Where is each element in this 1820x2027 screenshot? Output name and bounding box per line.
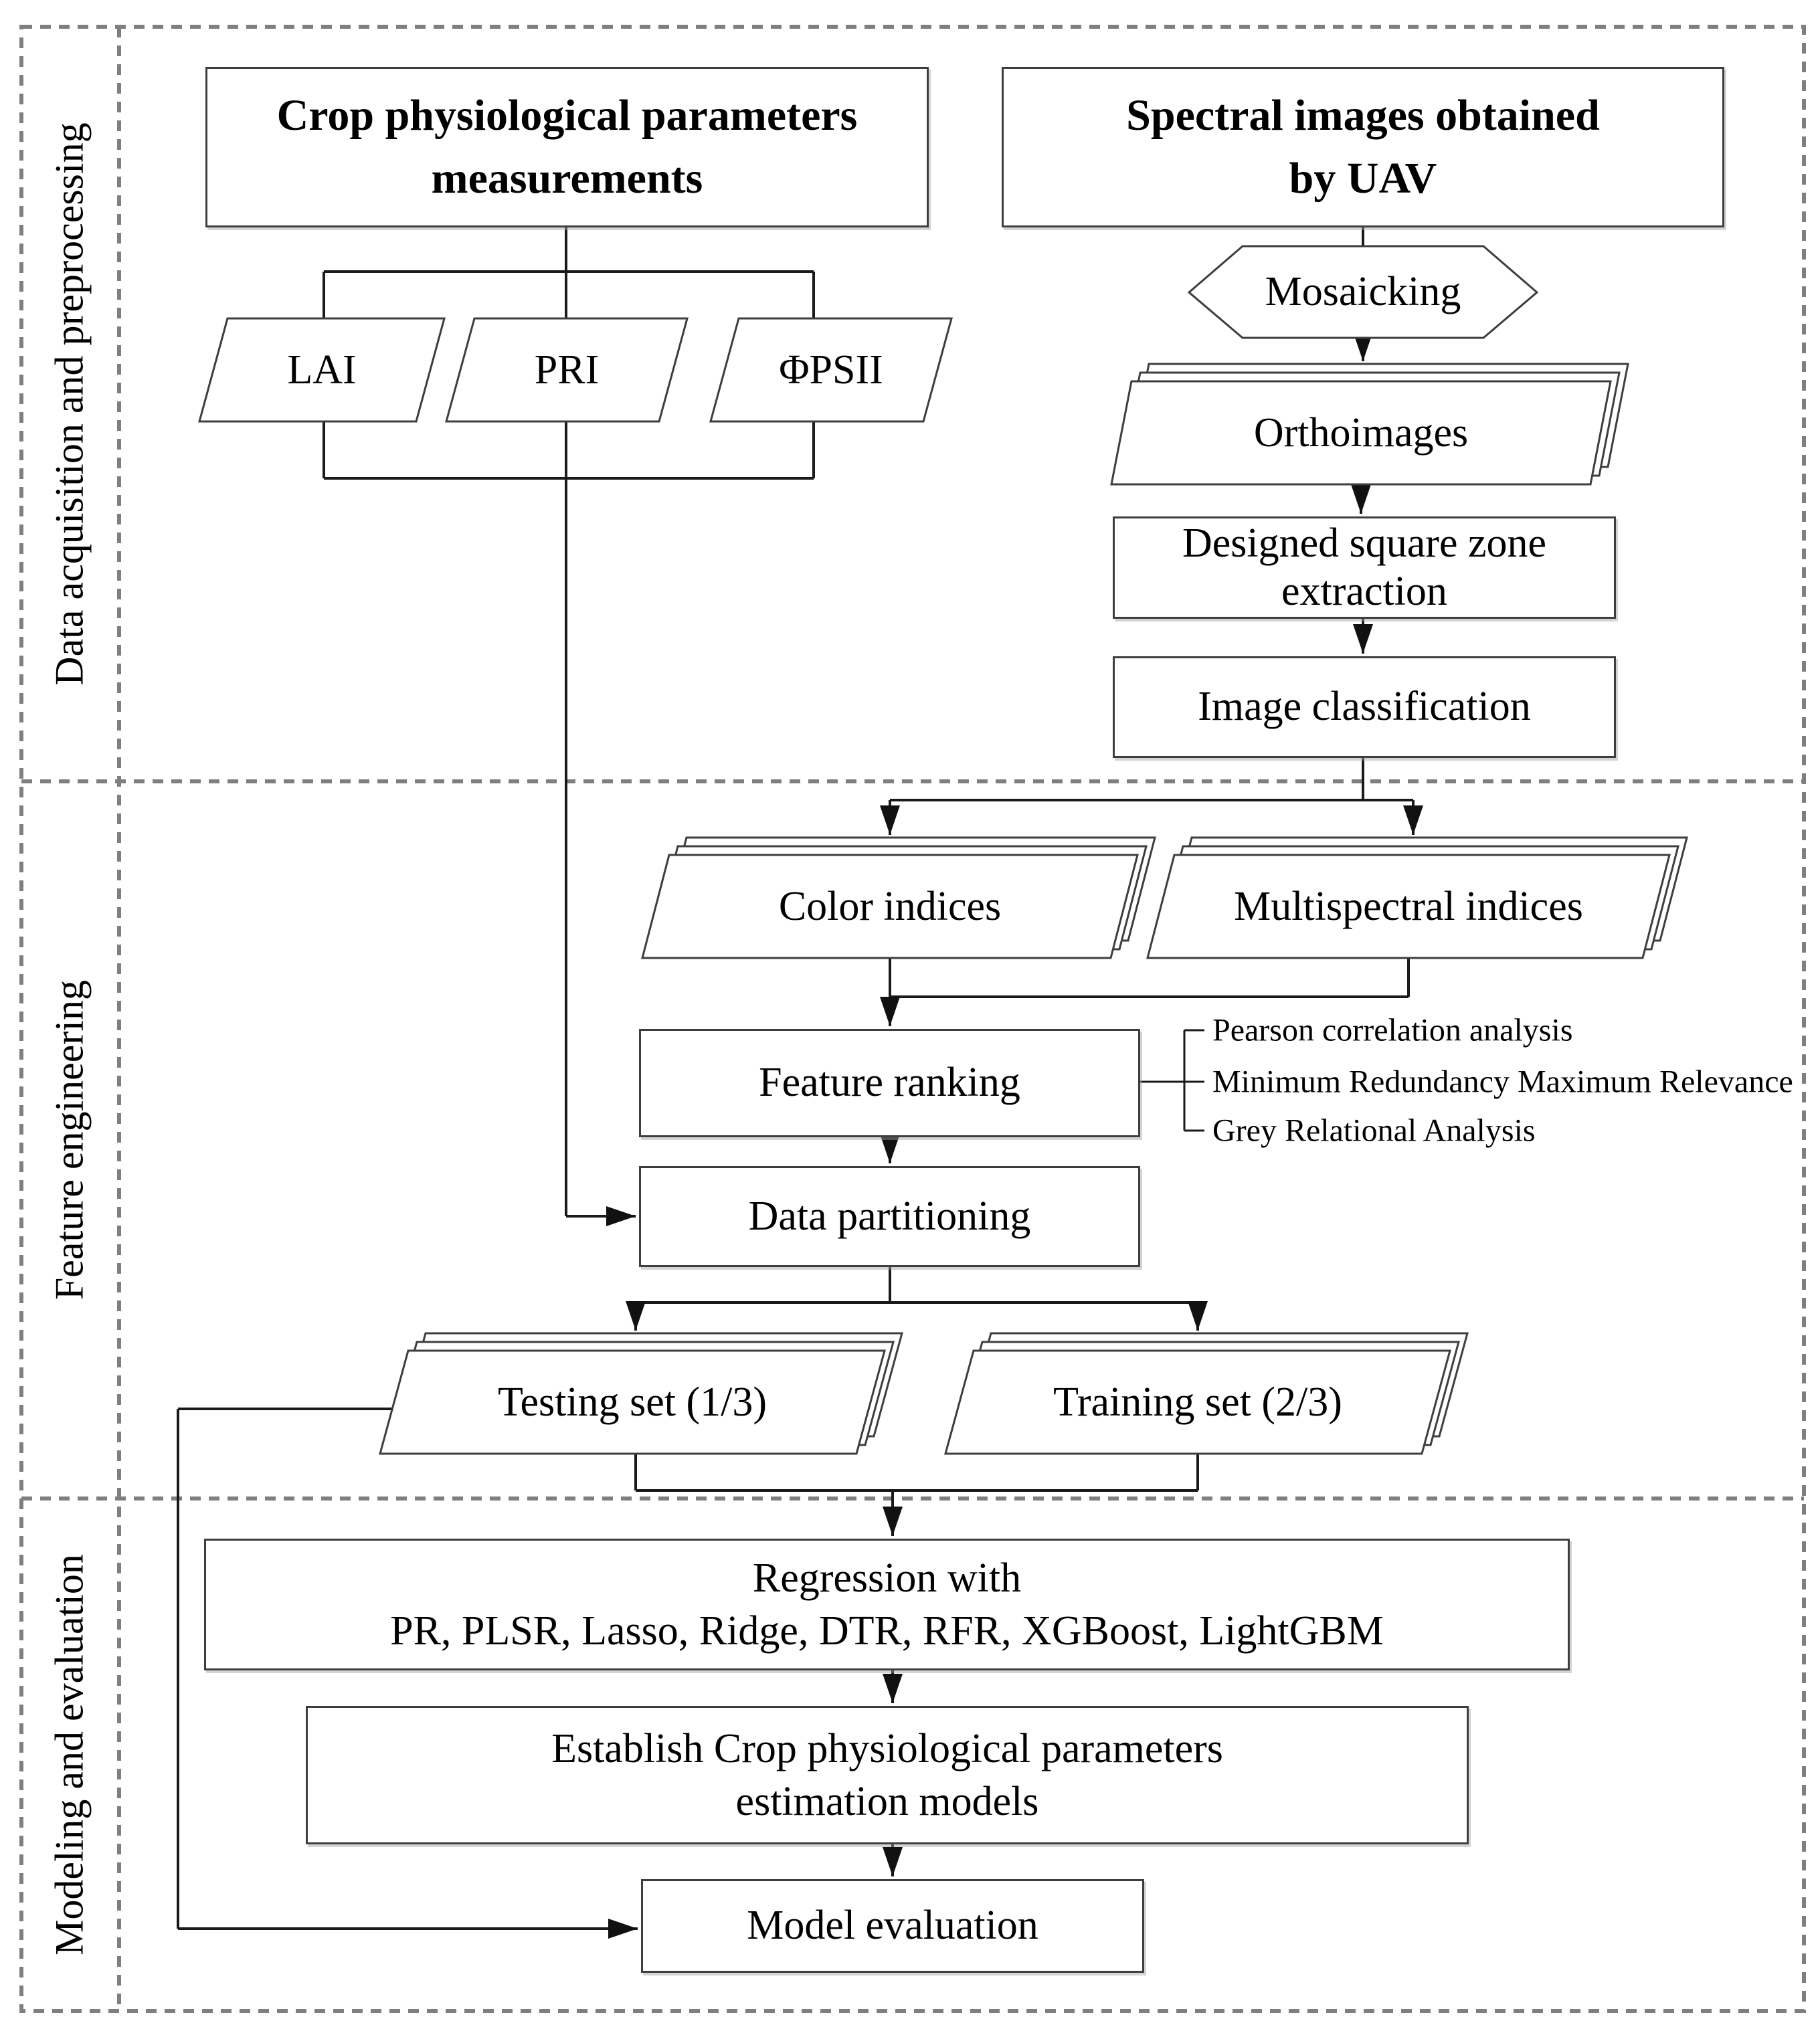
lai-shape [198, 317, 446, 423]
node-model-evaluation: Model evaluation [641, 1879, 1144, 1973]
node-establish-models-line2: estimation models [735, 1778, 1039, 1824]
method-pearson-correlation: Pearson correlation analysis [1212, 1012, 1573, 1048]
section-label-modeling: Modeling and evaluation [47, 1554, 92, 1955]
node-model-evaluation-label: Model evaluation [747, 1903, 1038, 1949]
node-designed-square-zone-line1: Designed square zone [1182, 520, 1546, 567]
section-label-acquisition: Data acquisition and preprocessing [47, 122, 92, 686]
node-data-partitioning: Data partitioning [639, 1166, 1140, 1267]
node-crop-measurements: Crop physiological parameters measuremen… [205, 67, 929, 227]
testing-shape [379, 1349, 886, 1455]
section-label-feature-engineering: Feature engineering [47, 979, 92, 1300]
node-feature-ranking: Feature ranking [639, 1029, 1140, 1137]
node-establish-models: Establish Crop physiological parameters … [306, 1706, 1469, 1844]
node-regression-line1: Regression with [752, 1555, 1022, 1601]
outer-frame [19, 25, 1806, 2013]
node-image-classification-label: Image classification [1198, 684, 1531, 730]
node-data-partitioning-label: Data partitioning [748, 1193, 1031, 1239]
color-indices-shape [641, 854, 1139, 959]
node-crop-measurements-line2: measurements [431, 154, 703, 203]
node-regression: Regression with PR, PLSR, Lasso, Ridge, … [204, 1539, 1570, 1670]
node-feature-ranking-label: Feature ranking [759, 1060, 1020, 1106]
method-grey-relational: Grey Relational Analysis [1212, 1113, 1536, 1149]
section-frame [19, 25, 1806, 2013]
multispectral-shape [1146, 854, 1671, 959]
node-establish-models-line1: Establish Crop physiological parameters [551, 1725, 1223, 1771]
orthoimages-shape [1110, 380, 1612, 486]
node-regression-line2: PR, PLSR, Lasso, Ridge, DTR, RFR, XGBoos… [390, 1608, 1384, 1654]
phipsii-shape [709, 317, 953, 423]
node-spectral-uav-line2: by UAV [1289, 154, 1437, 203]
node-spectral-uav-line1: Spectral images obtained [1126, 91, 1600, 140]
flow-arrows [178, 332, 1423, 1939]
node-image-classification: Image classification [1113, 656, 1616, 758]
node-spectral-uav: Spectral images obtained by UAV [1002, 67, 1724, 227]
data-shapes [198, 245, 1688, 1455]
node-crop-measurements-line1: Crop physiological parameters [276, 91, 858, 140]
node-designed-square-zone: Designed square zone extraction [1113, 516, 1616, 619]
method-mrmr: Minimum Redundancy Maximum Relevance [1212, 1064, 1793, 1100]
node-designed-square-zone-line2: extraction [1281, 568, 1447, 614]
flow-lines [177, 227, 1413, 1929]
pri-shape [445, 317, 689, 423]
training-shape [944, 1349, 1451, 1455]
mosaicking-hexagon [1187, 245, 1539, 339]
methods-bracket [1140, 1029, 1204, 1132]
